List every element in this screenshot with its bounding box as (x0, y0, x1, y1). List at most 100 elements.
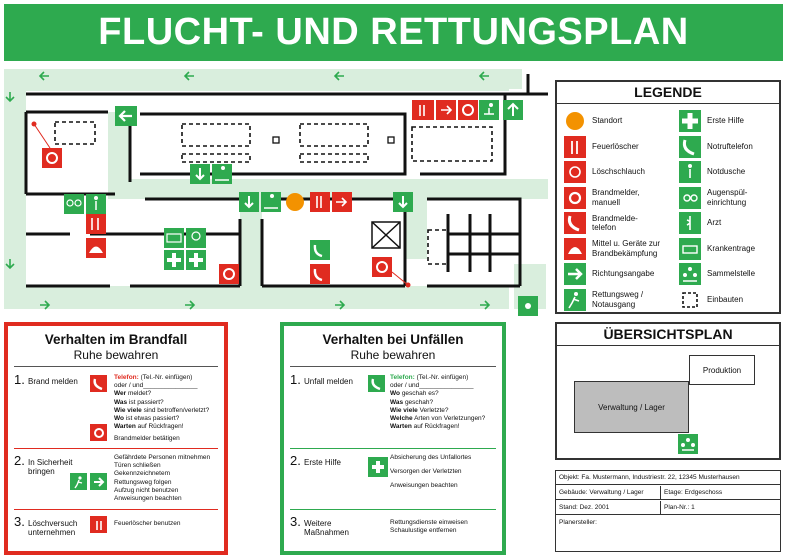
step-number: 1. (290, 372, 301, 387)
further-item: Schaulustige entfernen (390, 527, 457, 535)
emergency-exit-icon (564, 288, 586, 311)
fire-extinguisher-icon (564, 135, 586, 158)
w-question-text: auf Rückfragen! (413, 423, 460, 431)
extinguish-text: Feuerlöscher benutzen (114, 520, 181, 527)
info-date: Stand: Dez. 2001 (556, 501, 661, 515)
legend-label: Einbauten (707, 294, 744, 304)
safety-item: Anweisungen beachten (114, 495, 182, 503)
step-label: In Sicherheit bringen (28, 458, 73, 476)
fire-subtitle: Ruhe bewahren (73, 348, 159, 362)
phone-hint: (Tel.-Nr. einfügen) (416, 374, 469, 381)
legend-item: Notdusche (679, 161, 779, 183)
firstaid-item: Anweisungen beachten (390, 482, 458, 490)
legend-item: Notruftelefon (679, 135, 779, 158)
legend-label: Notruftelefon (707, 141, 753, 151)
fire-fighting-equipment-icon (564, 237, 586, 260)
fire-hose-icon (564, 161, 586, 183)
legend-item: Erste Hilfe (679, 110, 779, 132)
legend-label: Brandmelder, manuell (592, 188, 640, 207)
legend-item: Standort (564, 110, 664, 132)
standort-marker (286, 193, 304, 211)
eye-wash-icon (679, 186, 701, 209)
legend-label: Augenspül- einrichtung (707, 188, 748, 207)
first-aid-icon (368, 457, 388, 477)
step-label: Brand melden (28, 377, 78, 386)
assembly-point-icon (678, 434, 698, 454)
fire-alarm-phone-icon (564, 212, 586, 234)
fixtures-icon (679, 289, 701, 311)
step-label: Erste Hilfe (304, 458, 341, 467)
firstaid-item: Absicherung des Unfallortes (390, 454, 472, 461)
step-label: Unfall melden (304, 377, 353, 386)
safety-item: Gekennzeichnetem (114, 470, 171, 478)
legend-item: Richtungsangabe (564, 263, 664, 285)
floor-plan (4, 69, 548, 316)
legend-item: Feuerlöscher (564, 135, 664, 158)
assembly-point-icon (679, 263, 701, 285)
legend-label: Richtungsangabe (592, 269, 655, 279)
w-question: Wie viele (114, 406, 142, 414)
w-question-text: geschah? (404, 398, 434, 406)
safety-item: Aufzug nicht benutzen (114, 486, 179, 494)
legend-label: Löschschlauch (592, 167, 645, 177)
first-aid-icon (679, 110, 701, 132)
direction-arrow-icon (90, 473, 107, 490)
doctor-icon (679, 212, 701, 234)
w-question: Warten (114, 423, 136, 431)
legend-label: Feuerlöscher (592, 141, 639, 151)
emergency-phone-icon (368, 375, 385, 392)
standort-icon (564, 110, 586, 132)
emergency-phone-icon (679, 135, 701, 158)
walls (24, 74, 548, 288)
w-question: Welche (390, 415, 413, 423)
w-question-text: Arten von Verletzungen? (414, 415, 486, 423)
step-number: 1. (14, 372, 25, 387)
w-question-text: ist passiert? (128, 398, 164, 406)
legend-item: Brandmelde- telefon (564, 212, 664, 234)
legend-item: Augenspül- einrichtung (679, 186, 779, 209)
w-question-text: Verletzte? (419, 406, 449, 414)
accident-subtitle: Ruhe bewahren (350, 348, 436, 362)
w-question-text: sind betroffen/verletzt? (143, 406, 210, 414)
or-line: oder / und_______________ (390, 382, 474, 390)
step-number: 3. (14, 514, 25, 529)
safety-item: Gefährdete Personen mitnehmen (114, 454, 211, 461)
further-item: Rettungsdienste einweisen (390, 519, 468, 526)
direction-arrow-icon (564, 263, 586, 285)
legend-item: Arzt (679, 212, 779, 234)
phone-hint: (Tel.-Nr. einfügen) (140, 374, 193, 381)
safety-item: Türen schließen (114, 462, 161, 470)
legend-label: Rettungsweg / Notausgang (592, 290, 644, 309)
firstaid-item: Versorgen der Verletzten (390, 468, 462, 476)
fire-behaviour-panel: Verhalten im Brandfall Ruhe bewahren 1. … (4, 322, 228, 555)
stretcher-icon (679, 237, 701, 260)
overview-title: ÜBERSICHTSPLAN (557, 324, 779, 346)
info-object: Objekt: Fa. Mustermann, Industriestr. 22… (556, 471, 780, 485)
info-plan-no: Plan-Nr.: 1 (664, 504, 695, 511)
w-question-text: meldet? (127, 390, 152, 398)
fire-title: Verhalten im Brandfall (44, 332, 188, 347)
green-signs (64, 100, 538, 316)
fire-alarm-icon (564, 186, 586, 209)
step-label: Weitere Maßnahmen (304, 519, 349, 537)
legend-label: Standort (592, 116, 623, 126)
accident-title: Verhalten bei Unfällen (322, 332, 464, 347)
building-production: Produktion (689, 355, 755, 385)
info-floor: Etage: Erdgeschoss (664, 489, 723, 496)
legend-label: Arzt (707, 218, 722, 228)
w-question-text: auf Rückfragen! (137, 423, 184, 431)
step-number: 2. (290, 453, 301, 468)
w-question: Warten (390, 423, 412, 431)
info-planner: Planersteller: (559, 519, 597, 526)
building-admin: Verwaltung / Lager (574, 381, 689, 433)
w-question: Wo (390, 390, 400, 398)
w-question: Was (114, 398, 128, 406)
or-line: oder / und_______________ (114, 382, 198, 390)
overview-panel: ÜBERSICHTSPLAN Produktion Verwaltung / L… (555, 322, 781, 460)
legend-label: Notdusche (707, 167, 746, 177)
w-question: Wer (114, 390, 127, 398)
safety-item: Rettungsweg folgen (114, 478, 172, 486)
legend-item: Brandmelder, manuell (564, 186, 664, 209)
info-box: Objekt: Fa. Mustermann, Industriestr. 22… (555, 470, 781, 552)
